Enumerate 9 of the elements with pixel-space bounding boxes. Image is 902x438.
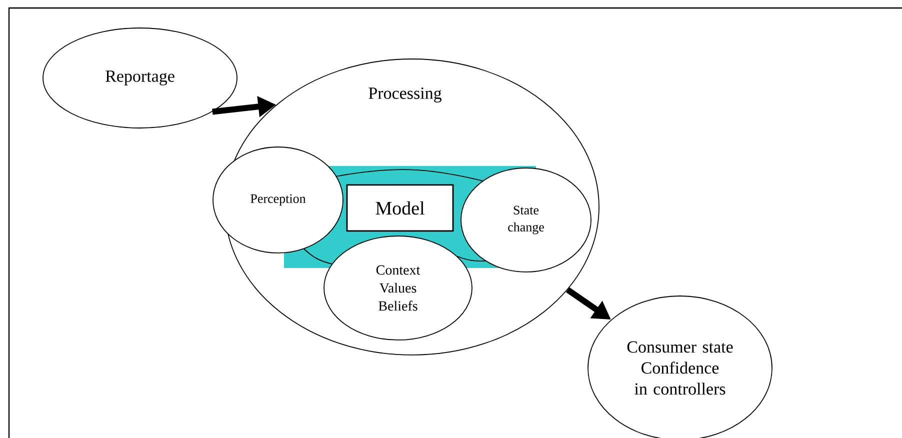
connector-line	[304, 248, 332, 264]
node-heading: Processing	[368, 88, 442, 102]
connector-line	[456, 256, 486, 262]
ellipse-node: State change	[460, 168, 592, 272]
ellipse-node: Reportage	[42, 28, 238, 128]
ellipse-node: Perception	[212, 146, 344, 254]
model-box: Model	[346, 184, 454, 232]
ellipse-node: Context Values Beliefs	[324, 236, 472, 340]
connector-line	[336, 169, 483, 182]
